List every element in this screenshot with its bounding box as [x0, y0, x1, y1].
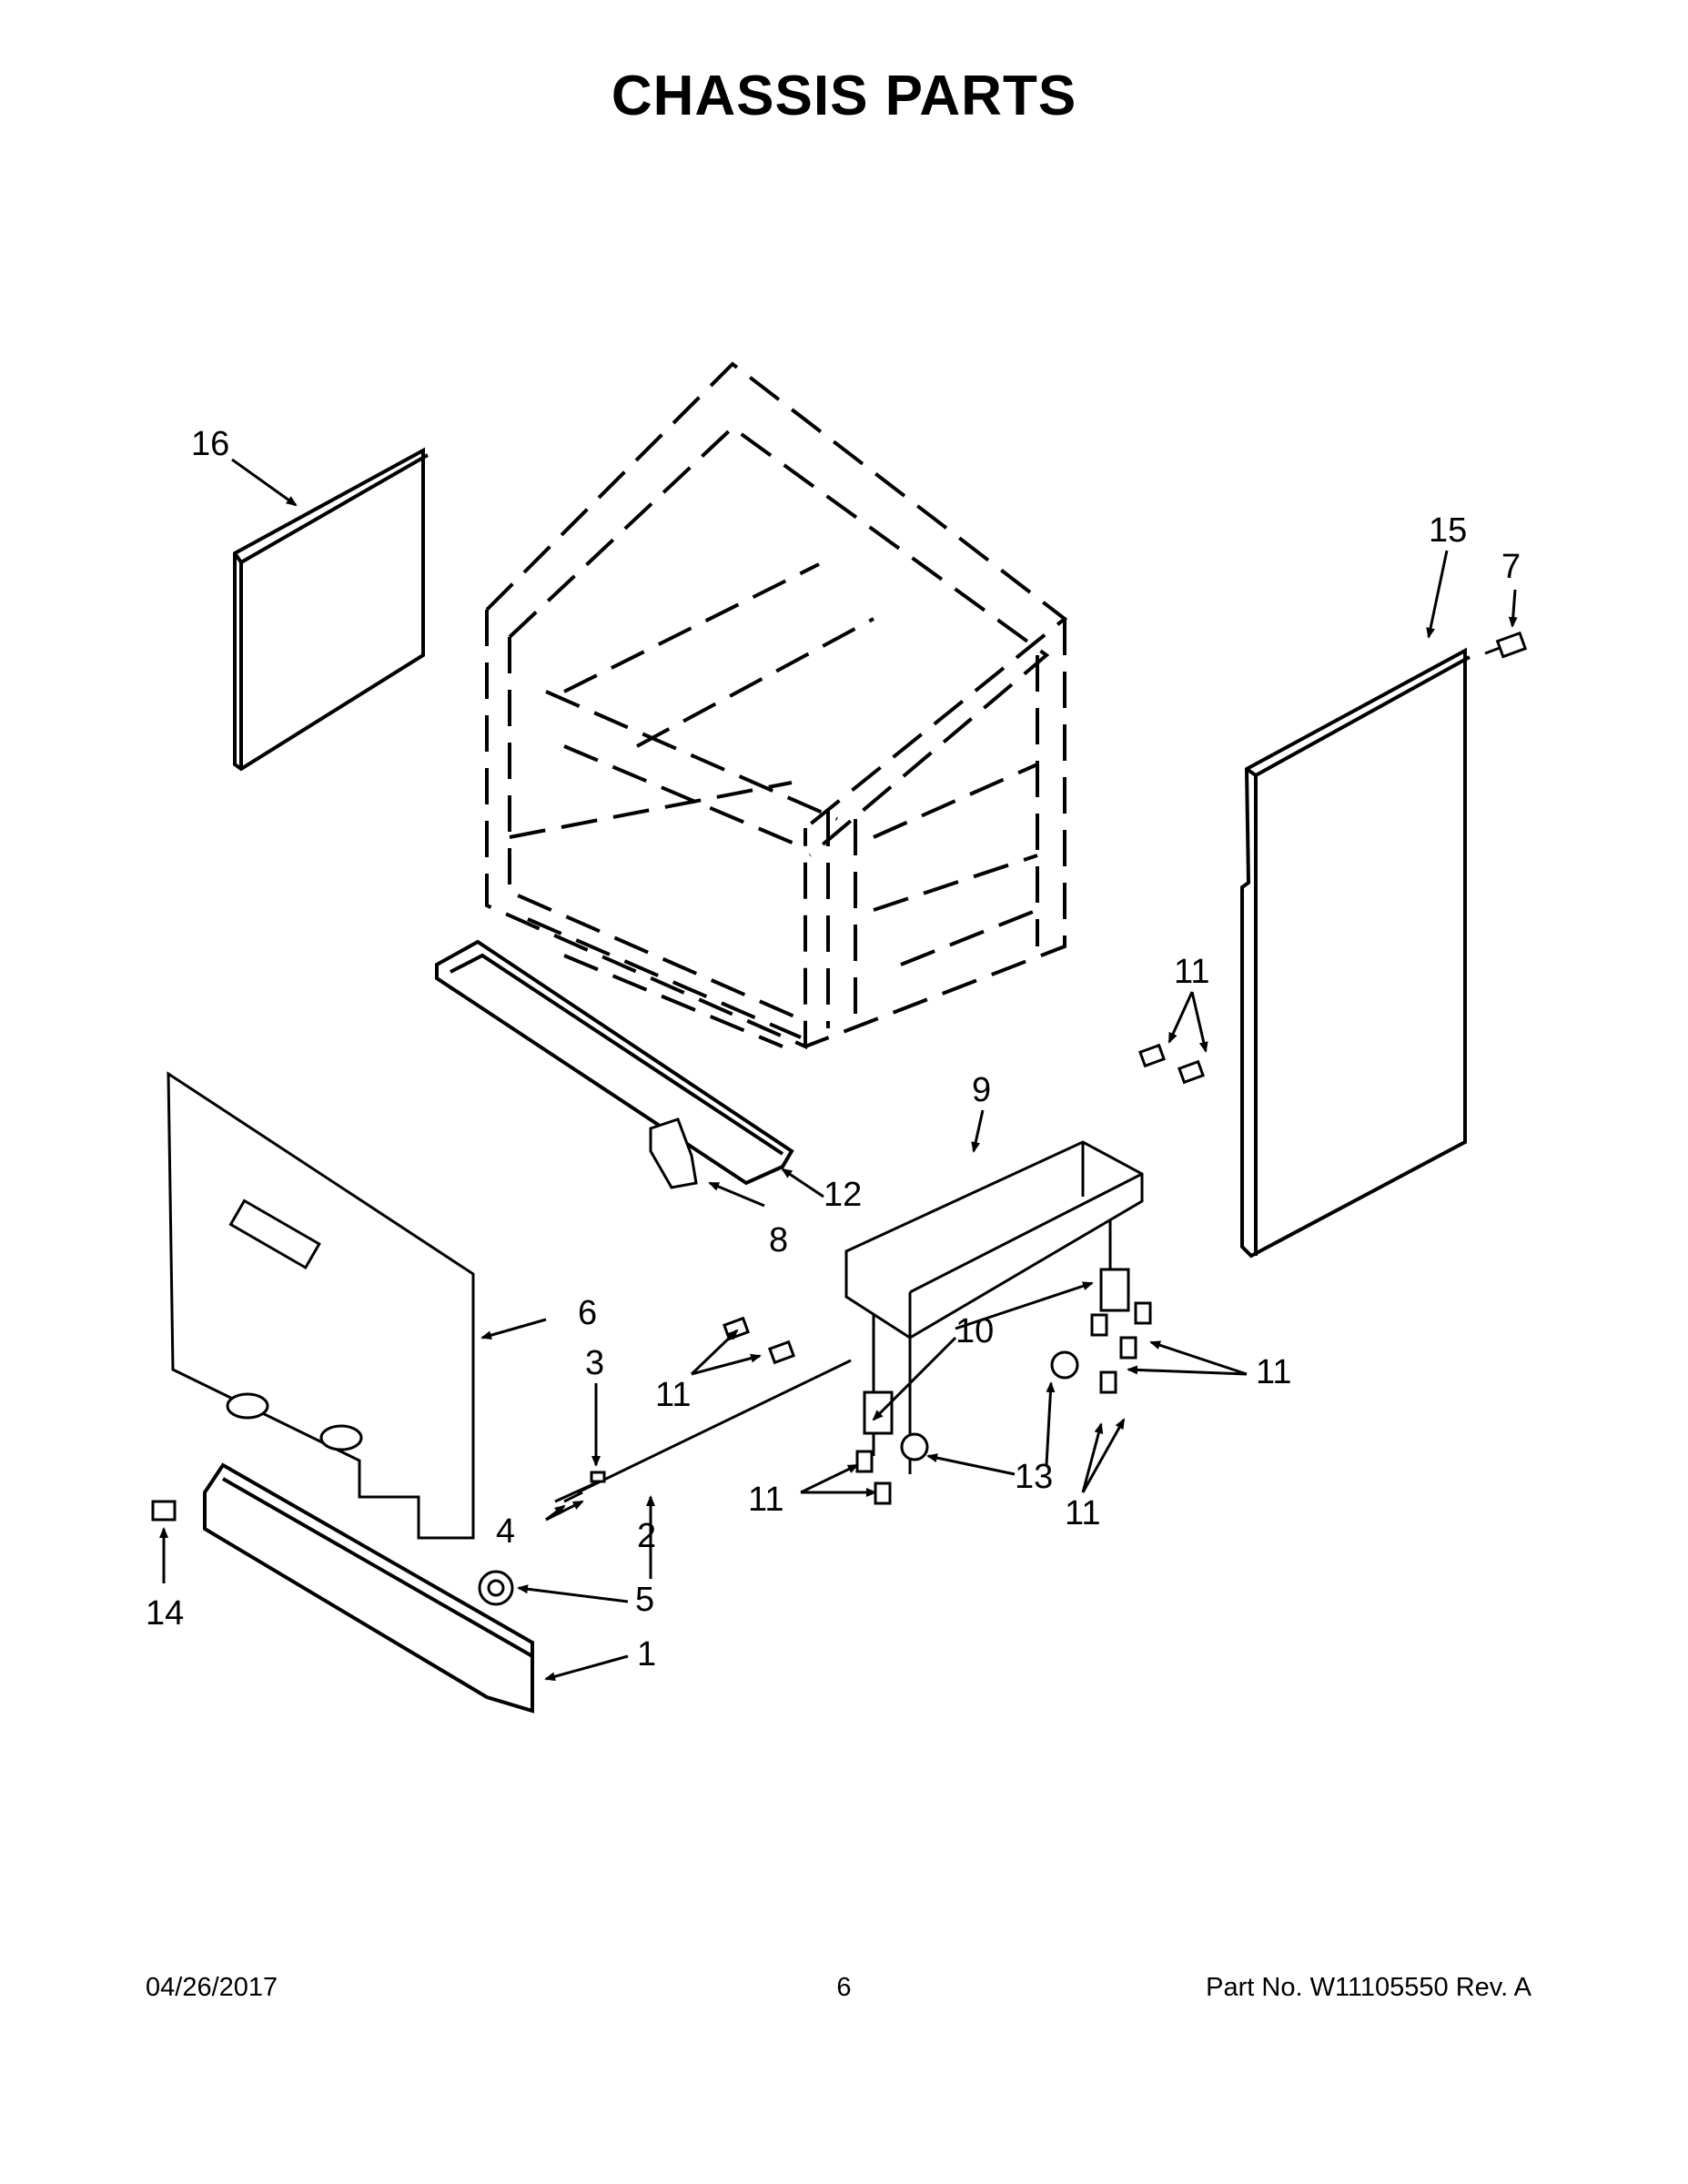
- grille-5: [478, 1570, 514, 1606]
- callout-8: 8: [769, 1221, 788, 1259]
- callout-6: 6: [578, 1294, 597, 1332]
- callout-12: 12: [824, 1176, 862, 1214]
- screw-7-icon: [1484, 631, 1528, 659]
- access-panel-6: [167, 1071, 475, 1540]
- footer-date: 04/26/2017: [146, 1973, 278, 2002]
- callout-1: 1: [637, 1635, 656, 1673]
- callout-11-left: 11: [655, 1376, 691, 1414]
- callout-13: 13: [1015, 1458, 1053, 1496]
- side-panel-left: [233, 447, 429, 772]
- callout-5: 5: [635, 1581, 654, 1619]
- tub-outline-dashed: [485, 361, 1068, 1050]
- side-panel-right: [1240, 647, 1471, 1259]
- callout-7: 7: [1501, 548, 1521, 586]
- callout-9: 9: [972, 1071, 991, 1109]
- callout-14: 14: [146, 1594, 184, 1633]
- callout-arrows: [159, 458, 1518, 1682]
- callout-10: 10: [955, 1312, 994, 1350]
- callout-2: 2: [637, 1517, 656, 1555]
- page-title: CHASSIS PARTS: [611, 65, 1077, 127]
- rod-2: [563, 1359, 852, 1503]
- callout-16: 16: [191, 425, 229, 463]
- callout-11-right: 11: [1256, 1353, 1291, 1391]
- footer-part-number: Part No. W11105550 Rev. A: [1206, 1973, 1531, 2002]
- toe-kick-1: [203, 1462, 534, 1714]
- clips-4: [554, 1471, 606, 1503]
- callout-15: 15: [1429, 511, 1467, 550]
- screw-14-icon: [151, 1500, 177, 1522]
- screws-11: [723, 1043, 1205, 1505]
- bracket-8: [649, 1117, 698, 1189]
- callout-11-lower-left: 11: [748, 1481, 783, 1519]
- rail-12: [435, 939, 794, 1186]
- callout-4: 4: [496, 1512, 515, 1551]
- leveler-13: [863, 1268, 1130, 1461]
- callout-11-lower-right: 11: [1065, 1494, 1100, 1532]
- callout-11-top: 11: [1174, 953, 1209, 991]
- footer-page-number: 6: [836, 1973, 852, 2002]
- callout-3: 3: [585, 1344, 604, 1382]
